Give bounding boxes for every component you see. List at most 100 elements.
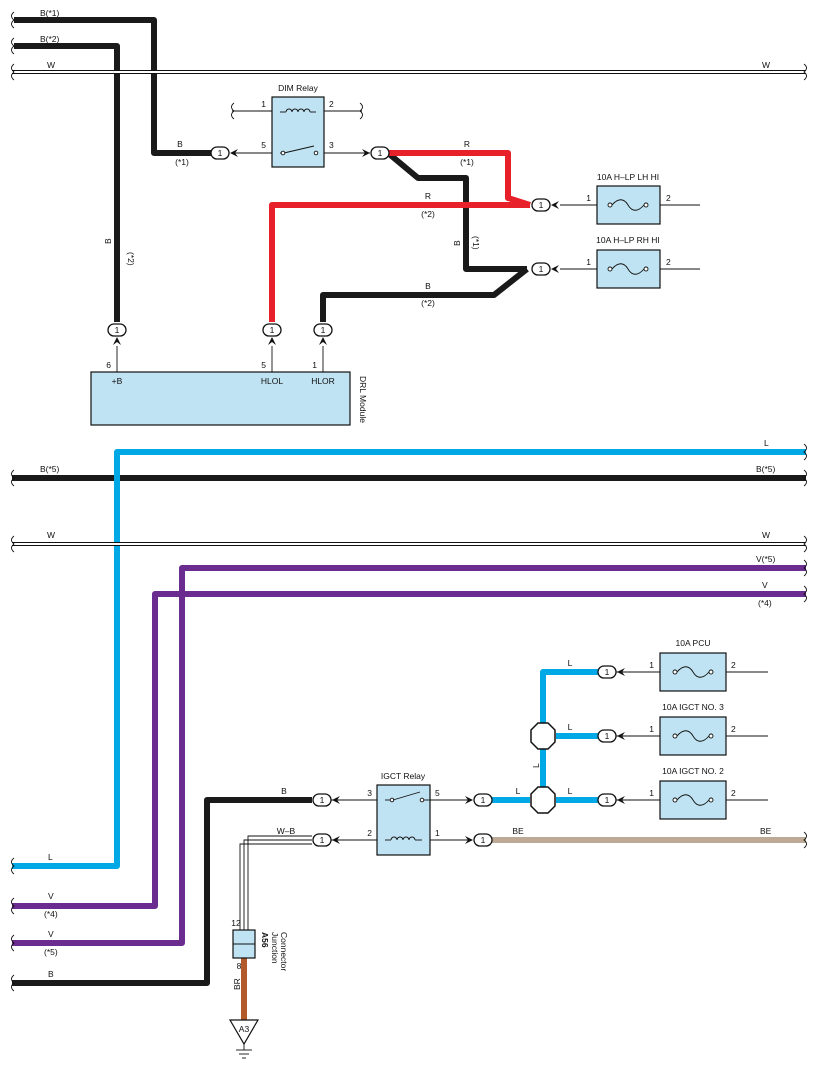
- wire-v4: [12, 591, 806, 909]
- label-l-right: L: [764, 438, 769, 448]
- splice-upper: [530, 722, 556, 750]
- chevron-icon: [113, 337, 121, 345]
- chevron-icon: [230, 149, 238, 157]
- junction-pin8: 8: [237, 961, 242, 971]
- connector-fuse-lh-in[interactable]: 1: [531, 198, 559, 212]
- connector-igct-b-in[interactable]: 1: [312, 793, 340, 807]
- ground-a3[interactable]: A3: [228, 1019, 260, 1046]
- wire-b-bottom: [12, 797, 312, 986]
- drl-module[interactable]: +B HLOL HLOR 6 5 1 DRL Module: [90, 360, 368, 426]
- label-l-pcu: L: [568, 658, 573, 668]
- connector-igct-wb-in[interactable]: 1: [312, 833, 340, 847]
- drl-pin1: 1: [312, 360, 317, 370]
- label-b2-top: B(*2): [40, 34, 60, 44]
- junction-id: A56: [260, 932, 270, 948]
- wire-r-dim-to-lh: [388, 150, 531, 208]
- igct-relay-pin5: 5: [435, 788, 440, 798]
- wire-b1-top: [14, 17, 214, 156]
- label-star2-vertical: (*2): [126, 252, 136, 266]
- label-star5-left: (*5): [44, 947, 58, 957]
- fuse-h-lp-lh-hi[interactable]: 10A H–LP LH HI 1 2: [586, 172, 671, 225]
- junction-line1: Junction: [270, 932, 280, 964]
- igct-relay-pin2: 2: [367, 828, 372, 838]
- connector-fuse-rh-in[interactable]: 1: [531, 262, 559, 276]
- connector-label: 1: [320, 795, 325, 805]
- drl-pin6: 6: [106, 360, 111, 370]
- dim-relay-pin1: 1: [261, 99, 266, 109]
- connector-dim-b-in[interactable]: 1: [210, 146, 238, 160]
- drl-hlol: HLOL: [261, 376, 283, 386]
- dim-relay[interactable]: DIM Relay 1 2 5 3: [261, 83, 334, 168]
- label-b1-top: B(*1): [40, 8, 60, 18]
- chevron-icon: [332, 836, 340, 844]
- chevron-icon: [465, 796, 473, 804]
- label-b-vertical: B: [103, 238, 113, 244]
- junction-pin12: 12: [231, 918, 241, 928]
- fuse-igct3-pin2: 2: [731, 724, 736, 734]
- dim-relay-pin2: 2: [329, 99, 334, 109]
- connector-drl-pin1[interactable]: 1: [313, 323, 333, 345]
- junction-line2: Connector: [279, 932, 289, 971]
- chevron-icon: [465, 836, 473, 844]
- label-star2-hlor: (*2): [421, 298, 435, 308]
- fuse-igct2-label: 10A IGCT NO. 2: [662, 766, 724, 776]
- label-b-left-bottom: B: [48, 969, 54, 979]
- label-w-top-right: W: [762, 60, 770, 70]
- label-w-top-left: W: [47, 60, 55, 70]
- fuse-igct3-pin1: 1: [649, 724, 654, 734]
- label-b-hlor: B: [425, 281, 431, 291]
- wire-w-b: [239, 835, 312, 930]
- fuse-rh-label: 10A H–LP RH HI: [596, 235, 660, 245]
- fuse-pcu[interactable]: 10A PCU 1 2: [649, 638, 736, 692]
- label-b-dim: B: [177, 139, 183, 149]
- connector-label: 1: [539, 200, 544, 210]
- connector-igct2-in[interactable]: 1: [597, 793, 625, 807]
- fuse-igct3-label: 10A IGCT NO. 3: [662, 702, 724, 712]
- connector-pcu-in[interactable]: 1: [597, 665, 625, 679]
- label-star4-right: (*4): [758, 598, 772, 608]
- chevron-icon: [319, 337, 327, 345]
- fuse-igct-no3[interactable]: 10A IGCT NO. 3 1 2: [649, 702, 736, 756]
- label-r-lower: R: [425, 191, 431, 201]
- fuse-igct-no2[interactable]: 10A IGCT NO. 2 1 2: [649, 766, 736, 820]
- label-r-upper: R: [464, 139, 470, 149]
- igct-relay[interactable]: IGCT Relay 3 5 2 1: [367, 771, 440, 856]
- label-l-left: L: [48, 852, 53, 862]
- wire-l-blue: [12, 449, 806, 869]
- wire-b2-top: [14, 43, 120, 322]
- chevron-icon: [617, 796, 625, 804]
- label-l-igct3: L: [568, 722, 573, 732]
- dim-relay-pin3: 3: [329, 140, 334, 150]
- connector-drl-pin5[interactable]: 1: [262, 323, 282, 345]
- connector-label: 1: [481, 795, 486, 805]
- connector-drl-pin6[interactable]: 1: [107, 323, 127, 345]
- label-b-igct: B: [281, 786, 287, 796]
- label-b5-left: B(*5): [40, 464, 60, 474]
- junction-connector-a56[interactable]: 12 8 A56 Junction Connector: [231, 918, 289, 971]
- label-be-left: BE: [512, 826, 524, 836]
- fuse-igct2-pin2: 2: [731, 788, 736, 798]
- dim-relay-pin5: 5: [261, 140, 266, 150]
- connector-igct-out5[interactable]: 1: [465, 793, 493, 807]
- label-l-igct2: L: [568, 786, 573, 796]
- fuse-lh-pin1: 1: [586, 193, 591, 203]
- fuse-igct2-pin1: 1: [649, 788, 654, 798]
- label-w-mid-left: W: [47, 530, 55, 540]
- label-v-right: V: [762, 580, 768, 590]
- igct-relay-pin3: 3: [367, 788, 372, 798]
- fuse-h-lp-rh-hi[interactable]: 10A H–LP RH HI 1 2: [586, 235, 671, 289]
- chevron-icon: [551, 265, 559, 273]
- connector-igct3-in[interactable]: 1: [597, 729, 625, 743]
- connector-label: 1: [270, 325, 275, 335]
- label-star4-left: (*4): [44, 909, 58, 919]
- fuse-lh-label: 10A H–LP LH HI: [597, 172, 659, 182]
- label-star2-r-lower: (*2): [421, 209, 435, 219]
- connector-dim-out[interactable]: 1: [362, 146, 390, 160]
- connector-igct-out1[interactable]: 1: [465, 833, 493, 847]
- dim-relay-title: DIM Relay: [278, 83, 318, 93]
- connector-label: 1: [605, 731, 610, 741]
- splice-points: [530, 722, 556, 814]
- label-v-left-2: V: [48, 929, 54, 939]
- label-l-igct-out: L: [516, 786, 521, 796]
